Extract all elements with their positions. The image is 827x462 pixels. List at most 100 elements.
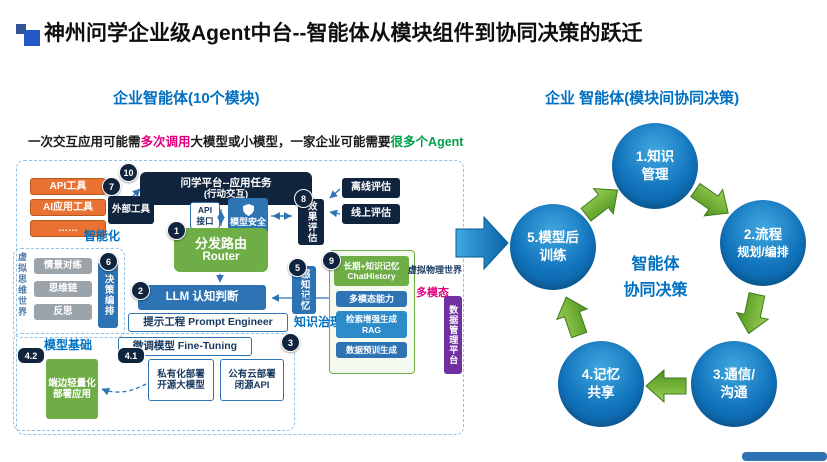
badge-module-10: 10 [119,163,138,182]
badge-module-7: 7 [102,177,121,196]
knowledge-governance-label: 知识治理 [294,315,343,329]
cycle-node-communication-line2: 沟通 [720,385,748,400]
platform-task-bar: 问学平台--应用任务 (行动交互) [140,172,312,205]
diagram-outer-border [16,160,464,435]
virtual-physical-world-label: 虚拟物理世界 [408,265,463,275]
finetune-box: 微调模型 Fine-Tuning [118,337,252,356]
data-pretrain-label: 数据预训生成 [345,344,397,355]
cycle-center-label: 智能体 协同决策 [598,252,713,303]
chain-of-thought-box: 思维链 [34,281,92,297]
cycle-node-communication: 3.通信/ 沟通 [691,341,777,427]
offline-eval-label: 离线评估 [351,182,391,194]
subtitle-highlight-agents: 很多个Agent [390,135,464,149]
offline-eval-box: 离线评估 [342,178,400,198]
cycle-node-process-line2: 规划/编排 [737,245,789,260]
logo-square-small [16,24,26,34]
arrow-4-to-5 [556,296,589,339]
platform-task-line1: 问学平台--应用任务 [180,176,272,189]
edge-deploy-line1: 端边轻量化 [48,377,96,389]
tool-ai-app-box: AI应用工具 [30,199,106,216]
cycle-node-memory: 4.记忆 共享 [558,341,644,427]
bottom-accent-bar [742,452,827,461]
cycle-center-line1: 智能体 [631,256,680,273]
rag-box: 检索增强生成 RAG [336,311,407,338]
public-deploy-line2: 闭源API [234,380,270,391]
api-interface-line1: API [197,205,213,216]
arrow-3-to-4 [645,368,687,404]
llm-cognition-box: LLM 认知判断 [138,285,266,310]
arrow-2-to-3 [735,292,770,335]
private-deploy-line1: 私有化部署 [157,368,205,380]
decision-orchestration-box: 决策编排 [98,262,118,328]
tool-api-box: API工具 [30,178,106,195]
cycle-center-line2: 协同决策 [623,281,688,299]
online-eval-box: 线上评估 [342,204,400,224]
api-interface-box: API 接口 [190,202,220,229]
edge-deploy-line2: 部署应用 [52,389,91,400]
reflection-box: 反思 [34,304,92,320]
public-deploy-line1: 公有云部署 [228,368,276,380]
badge-module-5: 5 [288,258,307,277]
tool-more-label: …… [58,222,78,234]
long-term-memory-line1: 长期+知识记忆 [343,260,400,271]
cycle-node-memory-line1: 4.记忆 [581,366,621,382]
cycle-node-posttrain-line2: 训练 [539,248,567,263]
private-deploy-box: 私有化部署 开源大模型 [148,359,214,401]
cycle-node-posttrain: 5.模型后 训练 [510,204,596,290]
cycle-node-communication-line1: 3.通信/ [712,366,755,382]
cycle-node-process: 2.流程 规划/编排 [720,200,806,286]
data-pretrain-box: 数据预训生成 [336,342,407,358]
platform-task-line2: (行动交互) [203,189,249,201]
multimodal-highlight-label: 多模态 [416,287,449,299]
badge-module-4-1: 4.1 [117,347,145,364]
cycle-node-knowledge-line2: 管理 [641,167,669,182]
badge-module-2: 2 [131,281,150,300]
logo-mark [16,22,42,48]
router-line1: 分发路由 [194,235,247,251]
router-box: 分发路由 Router [174,228,268,272]
subtitle-highlight-multicall: 多次调用 [140,135,191,149]
mind-area-border [13,248,125,338]
prompt-engineer-label: 提示工程 Prompt Engineer [143,316,273,329]
tool-more-box: …… [30,220,106,237]
tool-ai-app-label: AI应用工具 [43,201,93,213]
api-interface-line2: 接口 [196,215,214,226]
badge-module-9: 9 [322,251,341,270]
left-section-header: 企业智能体(10个模块) [113,90,260,107]
external-tools-box: 外部工具 [108,196,154,224]
edge-deploy-box: 端边轻量化 部署应用 [46,359,98,419]
finetune-label: 微调模型 Fine-Tuning [132,340,238,353]
data-management-platform-label: 数据管理平台 [448,305,459,365]
virtual-mind-world-text: 虚拟思维世界 [17,252,27,318]
badge-module-1: 1 [167,221,186,240]
data-management-platform-box: 数据管理平台 [444,296,462,374]
virtual-mind-world-label: 虚拟思维世界 [16,252,29,323]
multimodal-ability-label: 多模态能力 [348,293,394,304]
model-area-border [13,333,295,431]
scenario-training-label: 情景对练 [43,260,82,272]
page-title: 神州问学企业级Agent中台--智能体从模块组件到协同决策的跃迁 [44,22,643,45]
external-tools-label: 外部工具 [111,204,150,216]
long-term-memory-line2: ChatHistory [347,271,396,281]
rag-line1: 检索增强生成 [345,314,397,325]
multimodal-ability-box: 多模态能力 [336,291,407,307]
shield-icon [242,204,254,217]
llm-cognition-label: LLM 认知判断 [165,290,239,303]
tool-api-label: API工具 [49,180,87,192]
model-safety-label: 模型安全 [229,217,266,228]
badge-module-8: 8 [294,189,313,208]
badge-module-6: 6 [99,252,118,271]
decision-orchestration-label: 决策编排 [102,274,114,316]
subtitle: 一次交互应用可能需多次调用大模型或小模型，一家企业可能需要很多个Agent [28,131,463,150]
prompt-engineer-box: 提示工程 Prompt Engineer [128,313,288,332]
model-base-label: 模型基础 [44,338,93,352]
router-line2: Router [202,250,240,263]
online-eval-label: 线上评估 [351,208,391,220]
subtitle-part2: 大模型或小模型，一家企业可能需要 [190,135,391,149]
rag-line2: RAG [362,324,381,335]
reflection-label: 反思 [53,306,73,318]
private-deploy-line2: 开源大模型 [157,380,205,391]
perception-memory-label: 感知记忆 [298,269,310,311]
cycle-node-memory-line2: 共享 [587,385,615,400]
